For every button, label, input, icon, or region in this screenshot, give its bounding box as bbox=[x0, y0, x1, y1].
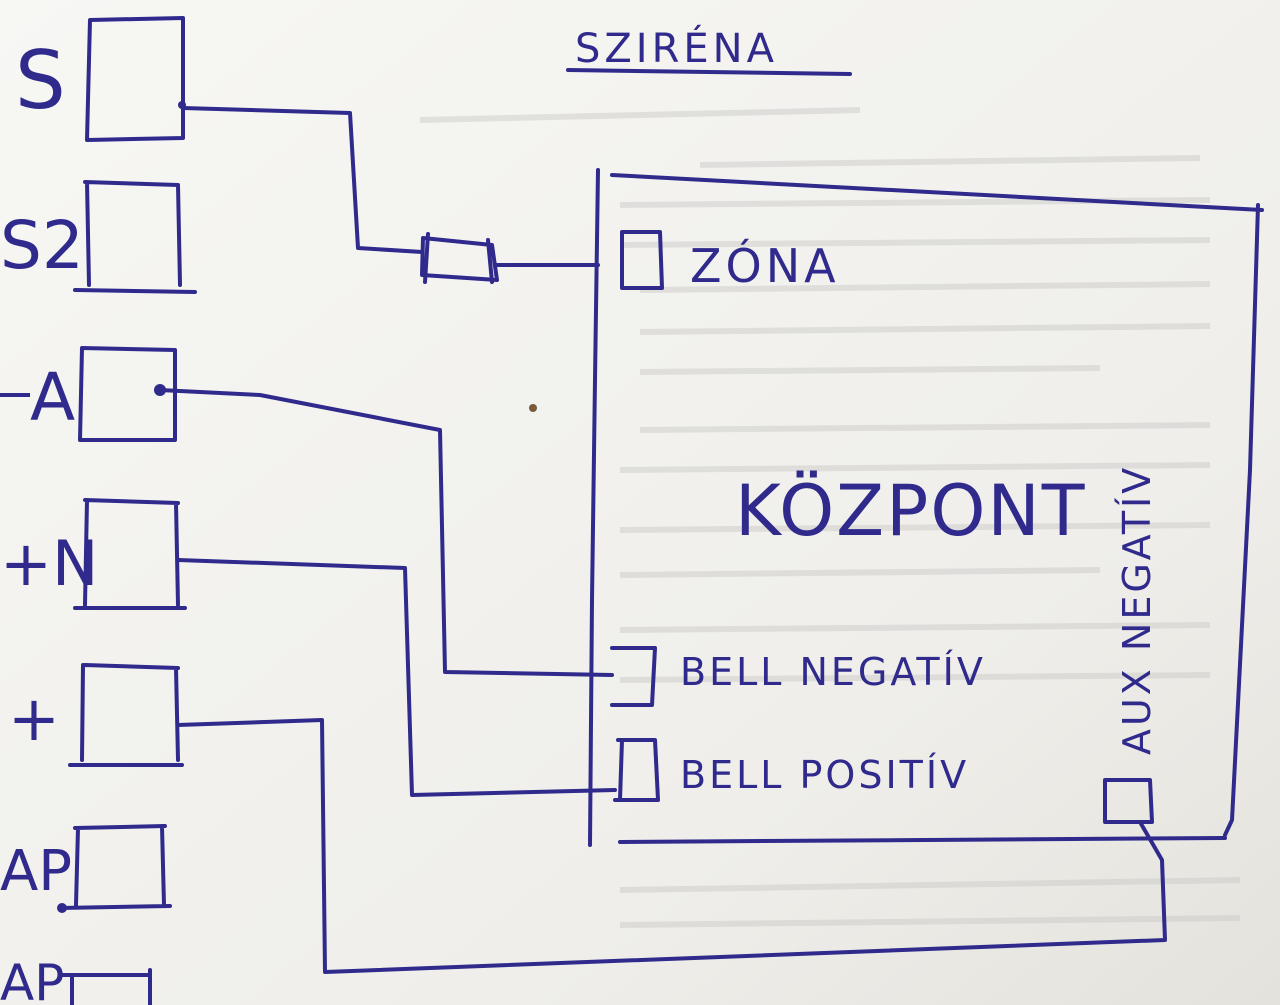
terminal-label-s2: S2 bbox=[0, 207, 84, 284]
zone-label: ZÓNA bbox=[690, 239, 840, 293]
terminal-label-plus-n: +N bbox=[0, 527, 98, 600]
terminal-box-s bbox=[85, 16, 185, 142]
panel-right-edge bbox=[1223, 203, 1260, 837]
siren-terminal-block bbox=[58, 16, 197, 1005]
show-through-lines bbox=[419, 107, 1241, 928]
terminal-label-a: A bbox=[30, 359, 75, 436]
ink-drawing bbox=[58, 16, 1264, 1005]
terminal-label-plus: + bbox=[8, 682, 60, 755]
panel-name: KÖZPONT bbox=[735, 470, 1087, 552]
panel-top-edge bbox=[610, 173, 1264, 212]
terminal-box-s2 bbox=[73, 180, 197, 294]
terminal-label-s: S bbox=[15, 34, 66, 127]
wire-s-to-resistor bbox=[181, 106, 424, 254]
terminal-box-plus-n bbox=[73, 498, 187, 610]
terminal-label-ap: AP bbox=[0, 839, 72, 904]
bell-positive-terminal bbox=[613, 738, 660, 802]
panel-bottom-edge bbox=[618, 836, 1227, 844]
end-of-line-resistor bbox=[420, 232, 499, 284]
diagram-title: SZIRÉNA bbox=[575, 24, 778, 72]
bell-negative-label: BELL NEGATÍV bbox=[680, 650, 986, 694]
wire-a-to-bell-negative bbox=[158, 388, 614, 677]
terminal-label-ap2: AP bbox=[0, 954, 64, 1005]
aux-negative-label: AUX NEGATÍV bbox=[1115, 465, 1159, 755]
wire-plus-to-aux-negative bbox=[176, 718, 1167, 974]
title-underline bbox=[566, 68, 852, 76]
bell-negative-terminal bbox=[610, 646, 657, 707]
panel-left-edge bbox=[588, 168, 600, 847]
bell-positive-label: BELL POSITÍV bbox=[680, 753, 969, 797]
aux-negative-terminal bbox=[1103, 778, 1154, 824]
zone-terminal bbox=[620, 230, 664, 290]
terminal-box-ap bbox=[58, 824, 172, 910]
ink-dots bbox=[57, 101, 537, 913]
terminal-box-plus bbox=[68, 663, 184, 767]
terminal-box-a bbox=[78, 346, 177, 442]
terminal-box-ap2 bbox=[60, 968, 152, 1005]
wire-plus-n-to-bell-positive bbox=[176, 558, 617, 797]
